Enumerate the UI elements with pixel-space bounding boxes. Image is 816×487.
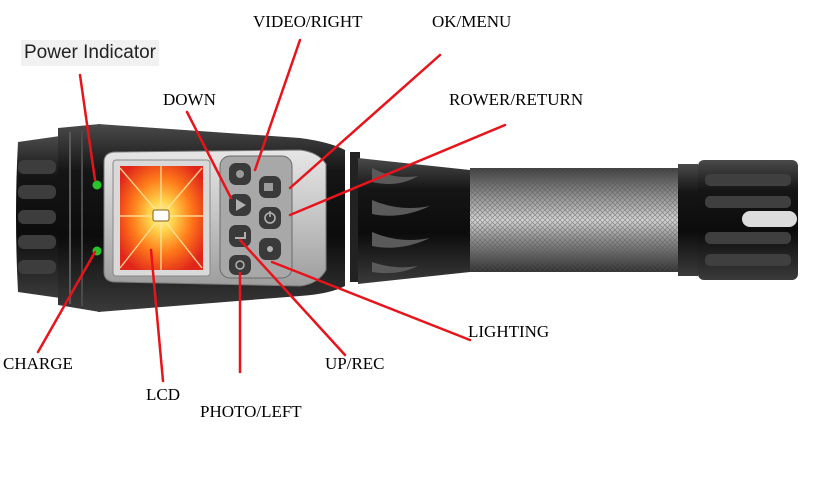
lighting-button-icon[interactable] (259, 238, 281, 260)
flashlight-grip (470, 168, 678, 272)
label-lcd: LCD (146, 385, 180, 404)
power-button-icon[interactable] (259, 207, 281, 229)
button-pad (219, 155, 293, 279)
flashlight-neck (358, 158, 470, 284)
leader-down (185, 110, 233, 200)
label-ok-menu: OK/MENU (432, 12, 512, 31)
flashlight-head (16, 124, 100, 312)
leader-ok-menu (288, 53, 442, 190)
label-charge: CHARGE (3, 354, 73, 373)
flashlight-tailcap (678, 160, 798, 280)
photo-button-icon[interactable] (229, 163, 251, 185)
photo-left-button-icon[interactable] (229, 255, 251, 275)
play-button-icon[interactable] (229, 194, 251, 216)
camera-display-icon (152, 209, 170, 222)
label-up-rec: UP/REC (325, 354, 385, 373)
power-indicator-led (92, 180, 102, 190)
leader-lines (36, 38, 507, 383)
label-rower-return: ROWER/RETURN (449, 90, 584, 109)
leader-power-indicator (78, 73, 97, 182)
leader-up-rec (238, 238, 347, 357)
label-photo-left: PHOTO/LEFT (200, 402, 302, 421)
label-video-right: VIDEO/RIGHT (253, 12, 363, 31)
up-button-icon[interactable] (229, 225, 251, 247)
leader-lighting (270, 260, 472, 342)
leader-lcd (149, 248, 165, 383)
video-button-icon[interactable] (259, 176, 281, 198)
lcd-screen (112, 159, 211, 277)
label-power-indicator: Power Indicator (21, 40, 160, 66)
label-lighting: LIGHTING (468, 322, 550, 341)
leader-video-right (253, 38, 302, 172)
leader-charge (36, 250, 97, 354)
leader-rower-return (288, 123, 507, 217)
label-down: DOWN (163, 90, 216, 109)
